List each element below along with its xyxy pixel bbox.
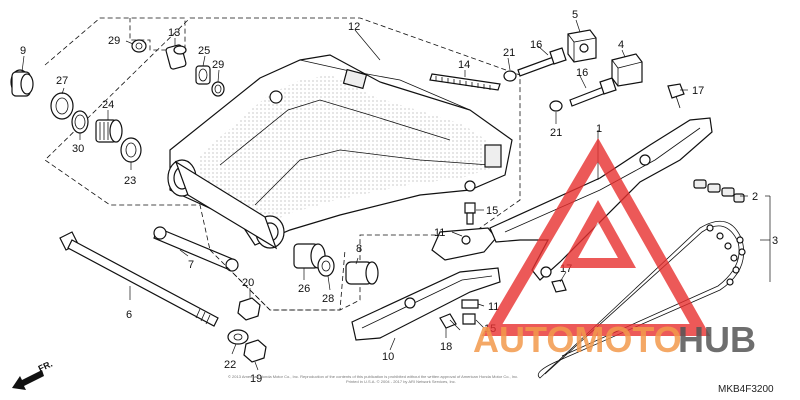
washer-21-top	[503, 70, 517, 82]
pivot-collar-7	[153, 226, 239, 272]
callout-21-top: 21	[503, 47, 515, 59]
copyright-line-1: © 2013 American Honda Motor Co., Inc. Re…	[228, 374, 518, 379]
master-link-2	[693, 179, 745, 203]
front-direction-arrow: FR.	[12, 359, 54, 390]
dust-seal-28	[317, 255, 335, 277]
callout-24: 24	[102, 99, 114, 111]
bolt-17-bottom	[551, 279, 567, 293]
watermark-logo	[481, 138, 711, 336]
dust-seal-29	[211, 81, 225, 97]
callout-30: 30	[72, 143, 84, 155]
bolt-18	[439, 313, 461, 331]
callout-11-top: 11	[434, 227, 445, 239]
callout-9: 9	[20, 45, 26, 57]
swingarm-axle-slot	[484, 144, 502, 168]
callout-6: 6	[126, 309, 132, 321]
swingarm-group-frame	[44, 17, 521, 311]
callout-28: 28	[322, 293, 334, 305]
bearing-24	[95, 119, 123, 143]
dust-seal-27	[50, 92, 74, 120]
watermark-hub: HUB	[678, 319, 756, 360]
callout-21-bottom: 21	[550, 127, 562, 139]
callout-10: 10	[382, 351, 394, 363]
callout-23: 23	[124, 175, 136, 187]
collar-8	[345, 261, 379, 285]
collar-13	[165, 44, 187, 70]
washer-22	[227, 329, 249, 345]
callout-5: 5	[572, 9, 578, 21]
callout-8: 8	[356, 243, 362, 255]
bolt-15-bottom	[462, 313, 476, 325]
diagram-code: MKB4F3200	[718, 384, 774, 395]
callout-16-top: 16	[530, 39, 542, 51]
bearing-25	[195, 65, 211, 85]
callout-labels: 1 2 3 4 5 6 7 8 9 10 11 11 12 13 14 15 1…	[20, 9, 778, 385]
front-label: FR.	[37, 359, 54, 374]
block-4	[611, 53, 643, 87]
callout-13: 13	[168, 27, 180, 39]
callout-11-bottom: 11	[488, 301, 499, 313]
bearing-23	[120, 137, 142, 163]
chain-rail-14	[429, 73, 501, 91]
bolt-17-top	[667, 83, 685, 109]
nut-19	[243, 339, 267, 363]
swingarm-texture	[200, 75, 498, 226]
callout-29-top: 29	[108, 35, 120, 47]
pivot-bolt-6	[59, 231, 219, 327]
callout-27: 27	[56, 75, 68, 87]
bolt-15-top	[464, 202, 476, 225]
swingarm-bracket-top	[342, 68, 368, 90]
callout-12: 12	[348, 21, 360, 33]
chain-slider-10	[351, 267, 501, 341]
callout-20: 20	[242, 277, 254, 289]
callout-29: 29	[212, 59, 224, 71]
washer-11-bottom	[461, 299, 479, 309]
snap-ring-30	[71, 110, 89, 134]
callout-18: 18	[440, 341, 452, 353]
callout-17-top: 17	[692, 85, 704, 97]
chain-guide-11	[431, 227, 497, 261]
bolt-16-top	[517, 47, 567, 77]
callout-7: 7	[188, 259, 194, 271]
callout-3: 3	[772, 235, 778, 247]
dust-seal-29-top	[131, 39, 147, 53]
callout-2: 2	[752, 191, 758, 203]
callout-26: 26	[298, 283, 310, 295]
chain-links	[706, 224, 746, 286]
watermark-automoto: AUTOMOTO	[473, 319, 682, 360]
block-5	[567, 29, 597, 63]
nut-20	[237, 297, 261, 321]
callout-22: 22	[224, 359, 236, 371]
callout-4: 4	[618, 39, 624, 51]
callout-16-bottom: 16	[576, 67, 588, 79]
drive-chain-3	[537, 220, 745, 379]
pivot-collar-9	[10, 69, 34, 97]
callout-15-top: 15	[486, 205, 498, 217]
callout-25: 25	[198, 45, 210, 57]
callout-19: 19	[250, 373, 262, 385]
bolt-16-bottom	[569, 77, 617, 107]
copyright-line-2: Printed in U.S.A. © 2004 - 2017 by ARI N…	[346, 379, 456, 384]
washer-21-bottom	[549, 100, 563, 112]
callout-14: 14	[458, 59, 470, 71]
callout-1: 1	[596, 123, 602, 135]
